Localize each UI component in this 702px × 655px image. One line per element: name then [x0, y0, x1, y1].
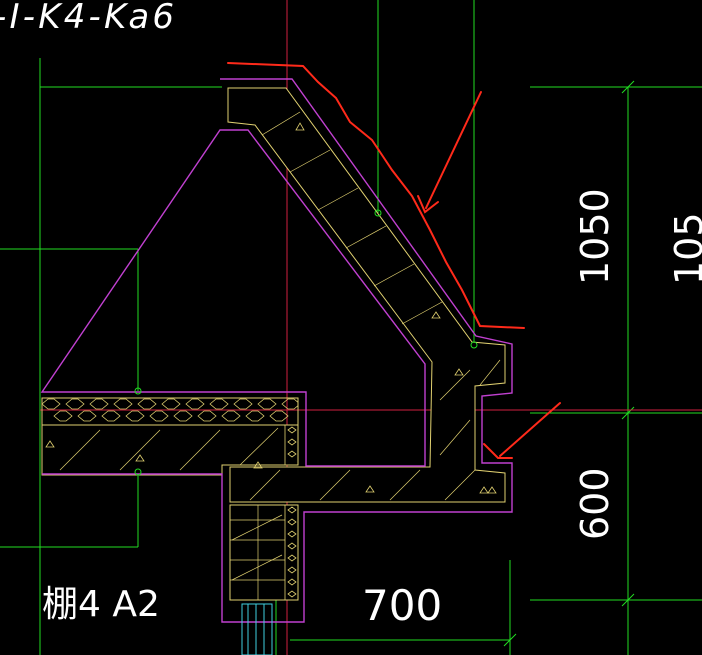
- section-outline: [40, 78, 513, 623]
- rebar-detail: [241, 603, 273, 655]
- insulation-border: [41, 397, 299, 426]
- aggregate-marks: [45, 122, 497, 494]
- concrete-section: [41, 87, 506, 601]
- markup-annotations: [227, 62, 561, 459]
- dimension-lower: 600: [573, 467, 617, 540]
- node-markers: [134, 209, 478, 476]
- drawing-title-fragment: -I-K4-Ka6: [0, 0, 174, 37]
- dimension-ticks: [503, 80, 635, 647]
- concrete-hatch: [59, 111, 501, 581]
- dimension-upper-clipped: 105: [667, 212, 702, 285]
- dimension-upper: 1050: [573, 188, 617, 285]
- arrow-lower-head: [483, 443, 513, 459]
- arrow-upper-head: [417, 195, 439, 214]
- bottom-left-label: 棚4 A2: [42, 584, 160, 625]
- wall-grid: [230, 505, 285, 600]
- freehand-markup-line: [227, 62, 525, 329]
- axis-lines: [40, 0, 702, 655]
- dimension-bottom: 700: [362, 581, 442, 630]
- arrow-upper-shaft: [425, 91, 482, 209]
- insulation-layer: [42, 398, 298, 422]
- wall-insulation: [284, 424, 299, 601]
- arrow-lower-shaft: [499, 402, 561, 457]
